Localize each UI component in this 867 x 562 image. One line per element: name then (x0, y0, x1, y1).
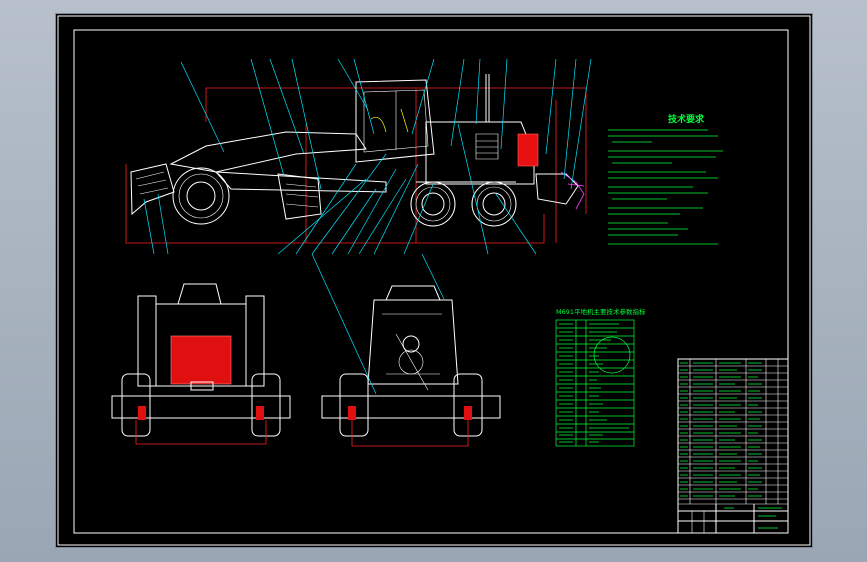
rear-wheel-2 (471, 181, 517, 227)
front-radiator-grille (170, 335, 232, 385)
front-view (111, 283, 291, 445)
tech-requirements: 技术要求 (608, 113, 723, 245)
title-block (678, 504, 788, 533)
tech-title: 技术要求 (668, 113, 705, 125)
radiator (517, 133, 539, 167)
tech-text-scribble (608, 129, 723, 245)
rear-wheel-1 (410, 181, 456, 227)
leader-lines (143, 58, 592, 255)
cad-drawing: 技术要求 (57, 15, 811, 546)
side-view (125, 58, 592, 255)
parameter-table: M691平地机主要技术参数指标 (555, 307, 646, 447)
engine-housing (425, 121, 535, 185)
drawing-sheet: 技术要求 (56, 14, 812, 547)
rear-left-wheel (339, 373, 369, 437)
parts-list (677, 358, 789, 534)
front-wheel (172, 167, 230, 225)
inner-border (73, 29, 789, 534)
table-title: M691平地机主要技术参数指标 (556, 307, 646, 316)
rear-view (311, 253, 501, 447)
outer-border (57, 15, 811, 546)
cab (355, 79, 435, 163)
